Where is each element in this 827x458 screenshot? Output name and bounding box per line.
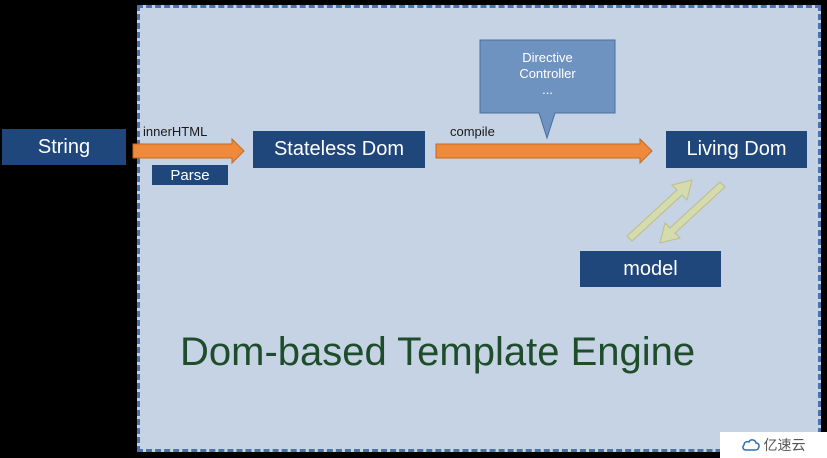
engine-region — [137, 5, 821, 452]
model-node-label: model — [623, 257, 678, 280]
cloud-logo-icon — [741, 439, 760, 451]
compile-label: compile — [450, 124, 495, 139]
living-to-model-arrow — [659, 181, 726, 244]
model-node: model — [580, 251, 721, 287]
callout-directive: Directive — [522, 50, 573, 65]
callout-text: Directive Controller ... — [480, 50, 615, 98]
callout-controller: Controller — [519, 66, 576, 81]
innerhtml-label: innerHTML — [143, 124, 208, 139]
parse-node-label: Parse — [170, 166, 210, 184]
innerhtml-arrow — [132, 137, 245, 165]
parse-node: Parse — [152, 165, 228, 185]
callout-bubble — [479, 39, 616, 140]
living-dom-node: Living Dom — [666, 131, 807, 168]
stateless-dom-node: Stateless Dom — [253, 131, 425, 168]
compile-arrow — [435, 137, 653, 165]
model-to-living-arrow — [626, 179, 693, 242]
string-node: String — [2, 129, 126, 165]
diagram-title: Dom-based Template Engine — [180, 330, 696, 374]
callout-ellipsis: ... — [542, 82, 553, 97]
string-node-label: String — [37, 135, 91, 158]
watermark-text: 亿速云 — [763, 437, 806, 453]
stateless-dom-node-label: Stateless Dom — [273, 138, 405, 160]
living-dom-node-label: Living Dom — [686, 138, 787, 160]
watermark: 亿速云 — [720, 432, 827, 458]
